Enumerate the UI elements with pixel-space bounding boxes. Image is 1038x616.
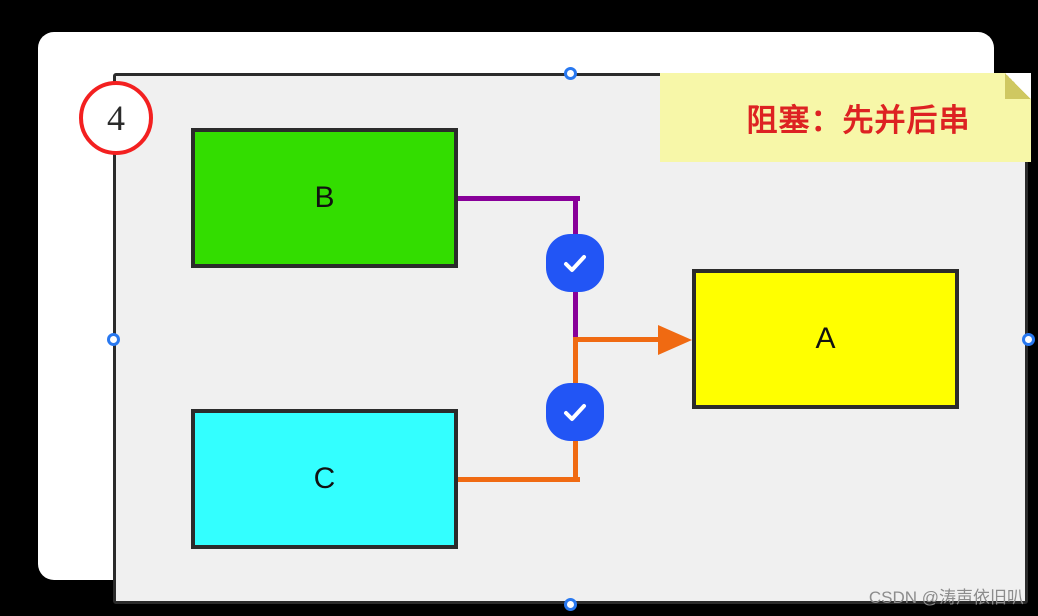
selection-handle-bottom[interactable] <box>564 598 577 611</box>
diagram-card: B C A 阻塞：先并后串 4 <box>38 32 1035 611</box>
step-number-badge: 4 <box>79 81 153 155</box>
check-icon <box>558 395 592 429</box>
selection-handle-left[interactable] <box>107 333 120 346</box>
sticky-note-text: 阻塞：先并后串 <box>746 103 971 138</box>
step-number-label: 4 <box>107 98 125 138</box>
watermark: CSDN @涛声依旧叭 <box>868 588 1024 607</box>
connector-b-horizontal <box>458 196 580 201</box>
process-box-a[interactable]: A <box>692 269 959 409</box>
check-badge-top[interactable] <box>546 234 604 292</box>
note-fold-corner-icon <box>1005 73 1031 99</box>
selection-handle-top[interactable] <box>564 67 577 80</box>
process-box-b-label: B <box>314 181 335 214</box>
process-box-c-label: C <box>313 462 336 495</box>
sticky-note[interactable]: 阻塞：先并后串 <box>660 73 1031 162</box>
check-badge-bottom[interactable] <box>546 383 604 441</box>
arrowhead-to-a-icon <box>658 325 692 355</box>
selection-handle-right[interactable] <box>1022 333 1035 346</box>
connector-junction-to-a <box>573 337 665 342</box>
check-icon <box>558 246 592 280</box>
process-box-a-label: A <box>815 322 836 355</box>
process-box-b[interactable]: B <box>191 128 458 268</box>
process-box-c[interactable]: C <box>191 409 458 549</box>
connector-c-horizontal <box>458 477 580 482</box>
